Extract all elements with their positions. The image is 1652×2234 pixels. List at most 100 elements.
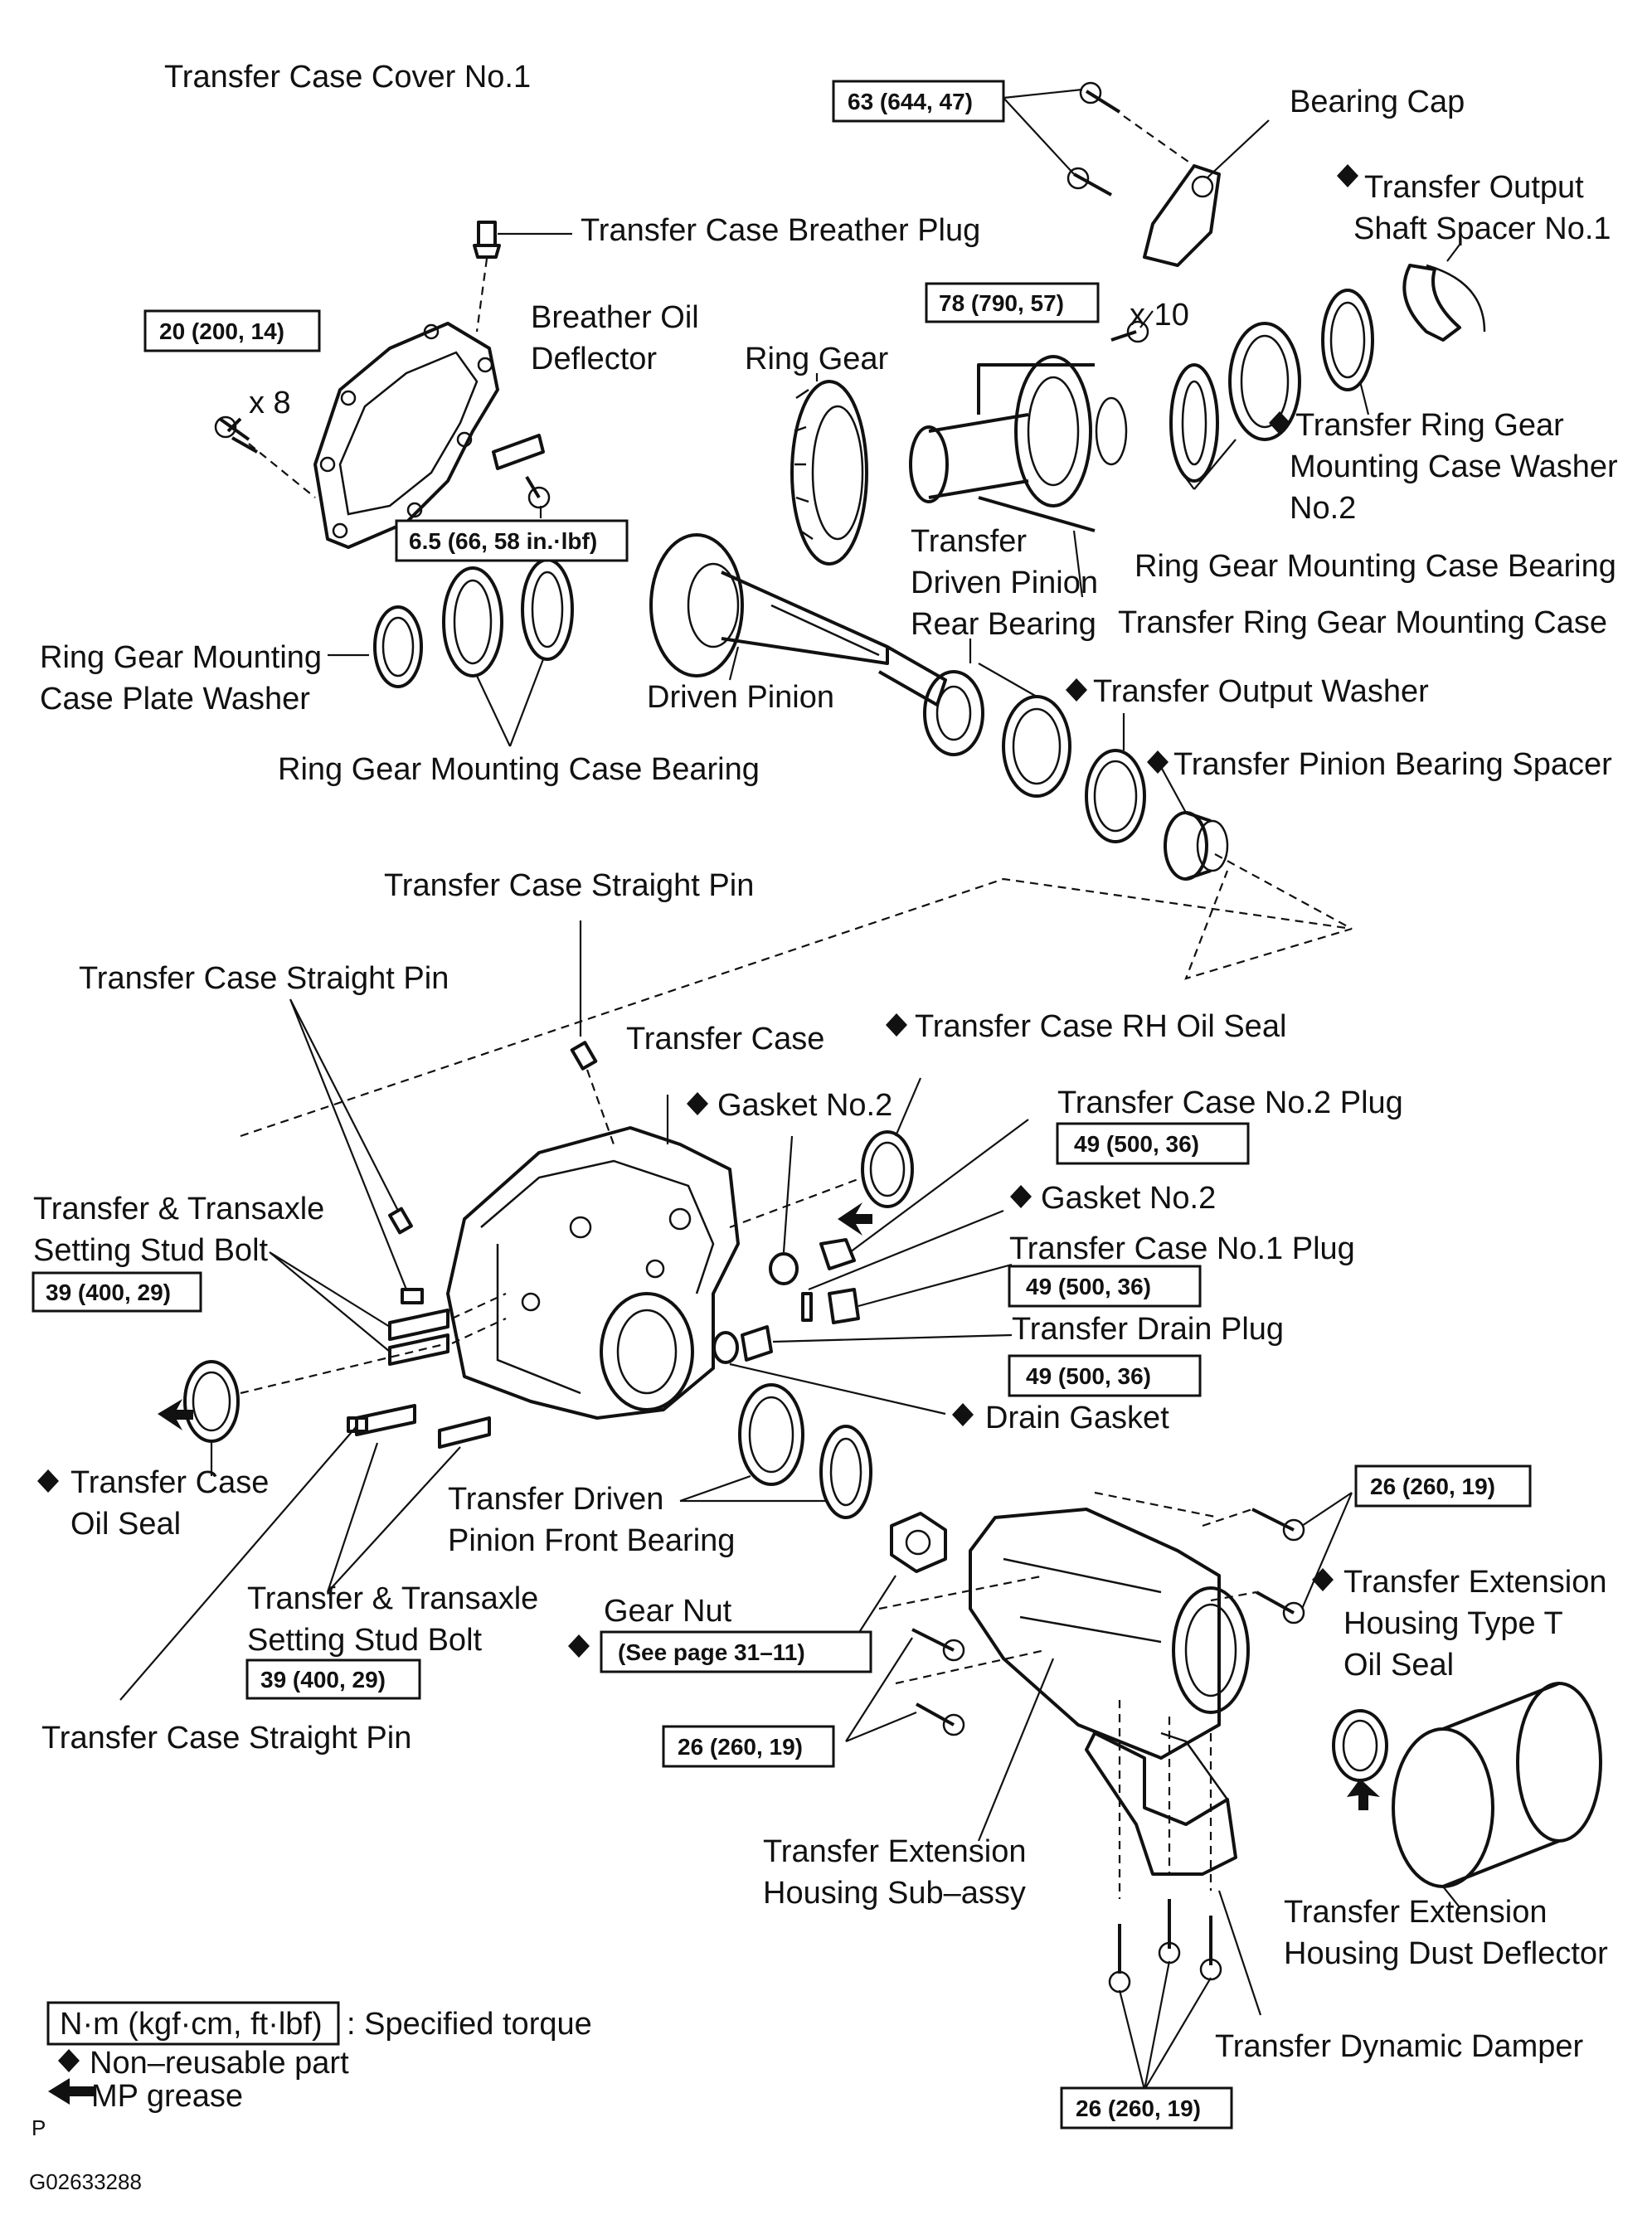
torque-box-deflector-bolt: 6.5 (66, 58 in.·lbf)	[395, 519, 629, 562]
label-ring-gear-washer2-3: No.2	[1290, 491, 1356, 526]
grease-arrow-icon	[1347, 1779, 1380, 1810]
breather-plug-part	[473, 221, 501, 259]
label-dynamic-damper: Transfer Dynamic Damper	[1215, 2029, 1583, 2064]
ext-bolts-right-part	[1251, 1508, 1305, 1625]
transfer-case-part	[446, 1126, 740, 1420]
svg-text:20 (200, 14): 20 (200, 14)	[159, 318, 284, 344]
label-driven-rear-2: Driven Pinion	[911, 566, 1098, 600]
label-no2-plug: Transfer Case No.2 Plug	[1057, 1085, 1403, 1120]
nonreusable-icon	[1010, 1185, 1032, 1208]
ring-gear-washer2-part	[1321, 289, 1374, 391]
label-no1-plug: Transfer Case No.1 Plug	[1009, 1231, 1355, 1266]
nonreusable-icon	[58, 2049, 80, 2072]
svg-text:49 (500, 36): 49 (500, 36)	[1026, 1274, 1151, 1299]
label-cover: Transfer Case Cover No.1	[164, 60, 531, 95]
torque-box-stud-top: 39 (400, 29)	[32, 1271, 202, 1313]
label-plate-washer-1: Ring Gear Mounting	[40, 640, 322, 675]
torque-box-no1-plug: 49 (500, 36)	[1008, 1265, 1202, 1308]
torque-box-no2-plug: 49 (500, 36)	[1056, 1122, 1250, 1165]
nonreusable-icon	[568, 1634, 590, 1658]
svg-text:26 (260, 19): 26 (260, 19)	[678, 1734, 803, 1760]
bearing-cap-part	[1143, 164, 1221, 267]
label-gasket2-a: Gasket No.2	[717, 1088, 892, 1123]
label-ring-gear-bearing-right: Ring Gear Mounting Case Bearing	[1135, 549, 1616, 584]
no2-plug-part	[819, 1238, 856, 1270]
ring-gear-bearing-left-part	[442, 558, 574, 677]
straight-pin-left-part	[388, 1207, 424, 1304]
label-driven-rear-1: Transfer	[911, 524, 1027, 559]
label-ext-housing-1: Transfer Extension	[763, 1834, 1027, 1869]
extension-housing-part	[969, 1508, 1250, 1760]
output-shaft-spacer-part	[1402, 264, 1486, 342]
svg-text:6.5 (66, 58 in.·lbf): 6.5 (66, 58 in.·lbf)	[409, 528, 597, 554]
nonreusable-icon	[37, 1469, 59, 1493]
plate-washer-part	[373, 605, 423, 688]
pinion-bearing-spacer-part	[1164, 811, 1229, 881]
ring-gear-part	[790, 380, 868, 566]
label-ring-gear-mount-case: Transfer Ring Gear Mounting Case	[1118, 605, 1607, 640]
legend-torque-unit: N·m (kgf·cm, ft·lbf)	[60, 2007, 323, 2042]
grease-arrow-icon	[48, 2078, 95, 2105]
label-pinion-spacer: Transfer Pinion Bearing Spacer	[1173, 747, 1612, 782]
label-ring-gear: Ring Gear	[745, 342, 889, 376]
stud-bolts-bottom-part	[347, 1404, 491, 1449]
grease-arrow-icon	[158, 1399, 193, 1430]
torque-box-cover-bolt: 20 (200, 14)	[143, 309, 321, 352]
label-plate-washer-2: Case Plate Washer	[40, 682, 310, 716]
transfer-case-cover-part	[313, 322, 499, 549]
label-straight-pin-left: Transfer Case Straight Pin	[79, 961, 449, 996]
output-washer-cup-part	[1002, 695, 1071, 798]
legend-grease: MP grease	[91, 2079, 243, 2114]
label-case-oil-seal-1: Transfer Case	[70, 1465, 269, 1500]
label-ring-gear-washer2-2: Mounting Case Washer	[1290, 449, 1618, 484]
svg-text:63 (644, 47): 63 (644, 47)	[848, 89, 973, 114]
label-rh-oil-seal: Transfer Case RH Oil Seal	[915, 1009, 1286, 1044]
label-ring-gear-bearing-left: Ring Gear Mounting Case Bearing	[278, 752, 760, 787]
legend-nonreusable: Non–reusable part	[90, 2046, 349, 2081]
cover-bolt-part	[214, 415, 258, 454]
label-transfer-case: Transfer Case	[626, 1022, 824, 1056]
stud-bolts-top-part	[388, 1309, 449, 1366]
torque-box-gear-nut: (See page 31–11)	[600, 1630, 872, 1673]
drain-plug-part	[712, 1325, 773, 1364]
front-bearing-part	[738, 1383, 872, 1519]
svg-text:49 (500, 36): 49 (500, 36)	[1026, 1363, 1151, 1389]
svg-text:26 (260, 19): 26 (260, 19)	[1370, 1474, 1495, 1499]
label-straight-pin-bottom: Transfer Case Straight Pin	[41, 1721, 411, 1756]
label-bearing-cap: Bearing Cap	[1290, 85, 1465, 119]
label-stud-bolt-top-1: Transfer & Transaxle	[33, 1192, 324, 1226]
legend: N·m (kgf·cm, ft·lbf) : Specified torque …	[46, 2001, 592, 2114]
ring-gear-bolt-part	[1110, 320, 1149, 343]
label-x8: x 8	[249, 386, 291, 420]
gear-nut-part	[890, 1512, 947, 1573]
nonreusable-icon	[1312, 1568, 1334, 1591]
torque-box-ext-bolts-left: 26 (260, 19)	[662, 1725, 835, 1768]
nonreusable-icon	[1269, 411, 1290, 435]
label-stud-bolt-bot-1: Transfer & Transaxle	[247, 1581, 538, 1616]
label-dust-deflector-1: Transfer Extension	[1284, 1895, 1548, 1930]
nonreusable-icon	[1147, 750, 1169, 774]
nonreusable-icon	[1066, 678, 1087, 702]
label-x10: x 10	[1130, 298, 1189, 333]
ext-bolts-left-part	[911, 1628, 965, 1736]
svg-text:39 (400, 29): 39 (400, 29)	[260, 1667, 386, 1692]
no1-plug-part	[828, 1288, 860, 1324]
label-ext-housing-2: Housing Sub–assy	[763, 1876, 1026, 1911]
label-ext-oil-seal-1: Transfer Extension	[1343, 1565, 1607, 1600]
label-output-spacer-2: Shaft Spacer No.1	[1353, 211, 1611, 246]
nonreusable-icon	[886, 1013, 907, 1037]
driven-pinion-part	[649, 533, 947, 707]
bearing-cap-bolts-part	[1067, 81, 1121, 197]
label-stud-bolt-top-2: Setting Stud Bolt	[33, 1233, 269, 1268]
svg-text:49 (500, 36): 49 (500, 36)	[1074, 1131, 1199, 1157]
case-oil-seal-part	[183, 1360, 240, 1443]
rh-oil-seal-part	[861, 1130, 914, 1208]
torque-box-drain-plug: 49 (500, 36)	[1008, 1354, 1202, 1397]
label-ext-oil-seal-3: Oil Seal	[1343, 1648, 1454, 1683]
label-gear-nut: Gear Nut	[604, 1594, 732, 1629]
footer-letter: P	[32, 2115, 46, 2140]
label-front-bearing-1: Transfer Driven	[448, 1482, 663, 1517]
label-output-spacer-1: Transfer Output	[1364, 170, 1584, 205]
grease-arrow-icon	[838, 1202, 872, 1236]
ring-gear-bearing-right-part	[1169, 322, 1301, 483]
